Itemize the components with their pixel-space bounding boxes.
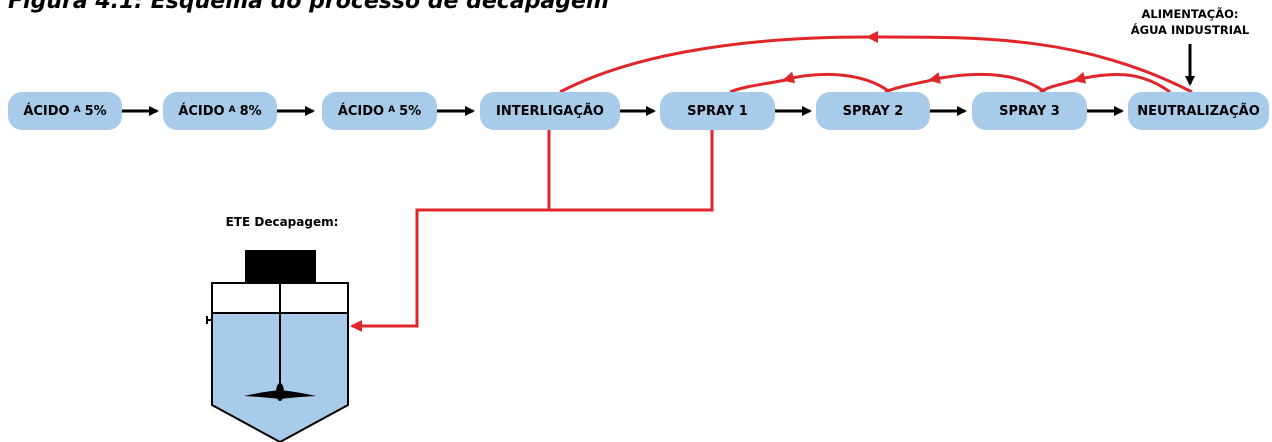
stage-neutralizacao: NEUTRALIZAÇÃO: [1128, 92, 1269, 130]
tank-outline: [211, 282, 349, 442]
figure-title: Figura 4.1: Esquema do processo de decap…: [8, 0, 609, 14]
return-arc-neutralizacao-to-spray3: [1073, 71, 1171, 94]
ete-label: ETE Decapagem:: [225, 215, 339, 229]
stage-label: SPRAY 2: [842, 103, 904, 119]
stage-label-connector: A: [228, 105, 236, 115]
return-arc-spray3-to-spray2: [928, 72, 1046, 94]
stage-acido-5-second: ÁCIDO A 5%: [322, 92, 437, 130]
stage-spray-1: SPRAY 1: [660, 92, 775, 130]
stage-concentration: 8%: [239, 103, 262, 119]
return-arc-spray2-to-spray1-tail: [729, 78, 787, 94]
stage-label: SPRAY 3: [999, 103, 1060, 119]
ete-tank: [206, 250, 349, 442]
stage-acido-5-first: ÁCIDO A 5%: [8, 92, 122, 130]
stage-spray-2: SPRAY 2: [816, 92, 930, 130]
feed-label-line1: ALIMENTAÇÃO:: [1141, 7, 1239, 21]
stage-label: INTERLIGAÇÃO: [496, 103, 604, 119]
stage-label: SPRAY 1: [687, 103, 748, 119]
stage-spray-3: SPRAY 3: [972, 92, 1087, 130]
return-arc-spray3-to-spray2-tail: [884, 78, 933, 94]
stage-interligacao: INTERLIGAÇÃO: [480, 92, 620, 130]
agitator-hub: [276, 383, 284, 401]
return-arc-spray2-to-spray1: [782, 71, 891, 94]
stage-label-connector: A: [388, 105, 396, 115]
forward-flow-arrows: [122, 44, 1195, 116]
stage-label-connector: A: [73, 105, 81, 115]
stage-concentration: 5%: [399, 103, 422, 119]
stage-acido-8: ÁCIDO A 8%: [163, 92, 277, 130]
tank-motor: [245, 250, 316, 283]
return-flow-arrows: [352, 31, 1193, 326]
stage-label: ÁCIDO: [23, 103, 70, 119]
feed-label-line2: ÁGUA INDUSTRIAL: [1130, 23, 1250, 37]
drain-line-to-ete: [352, 130, 714, 326]
stage-label: NEUTRALIZAÇÃO: [1137, 103, 1260, 119]
stage-label: ÁCIDO: [337, 103, 385, 119]
return-arc-neutralizacao-to-spray3-tail: [1039, 78, 1078, 94]
feed-label: ALIMENTAÇÃO: ÁGUA INDUSTRIAL: [1100, 6, 1272, 38]
stage-label: ÁCIDO: [178, 103, 225, 119]
stage-concentration: 5%: [84, 103, 107, 119]
